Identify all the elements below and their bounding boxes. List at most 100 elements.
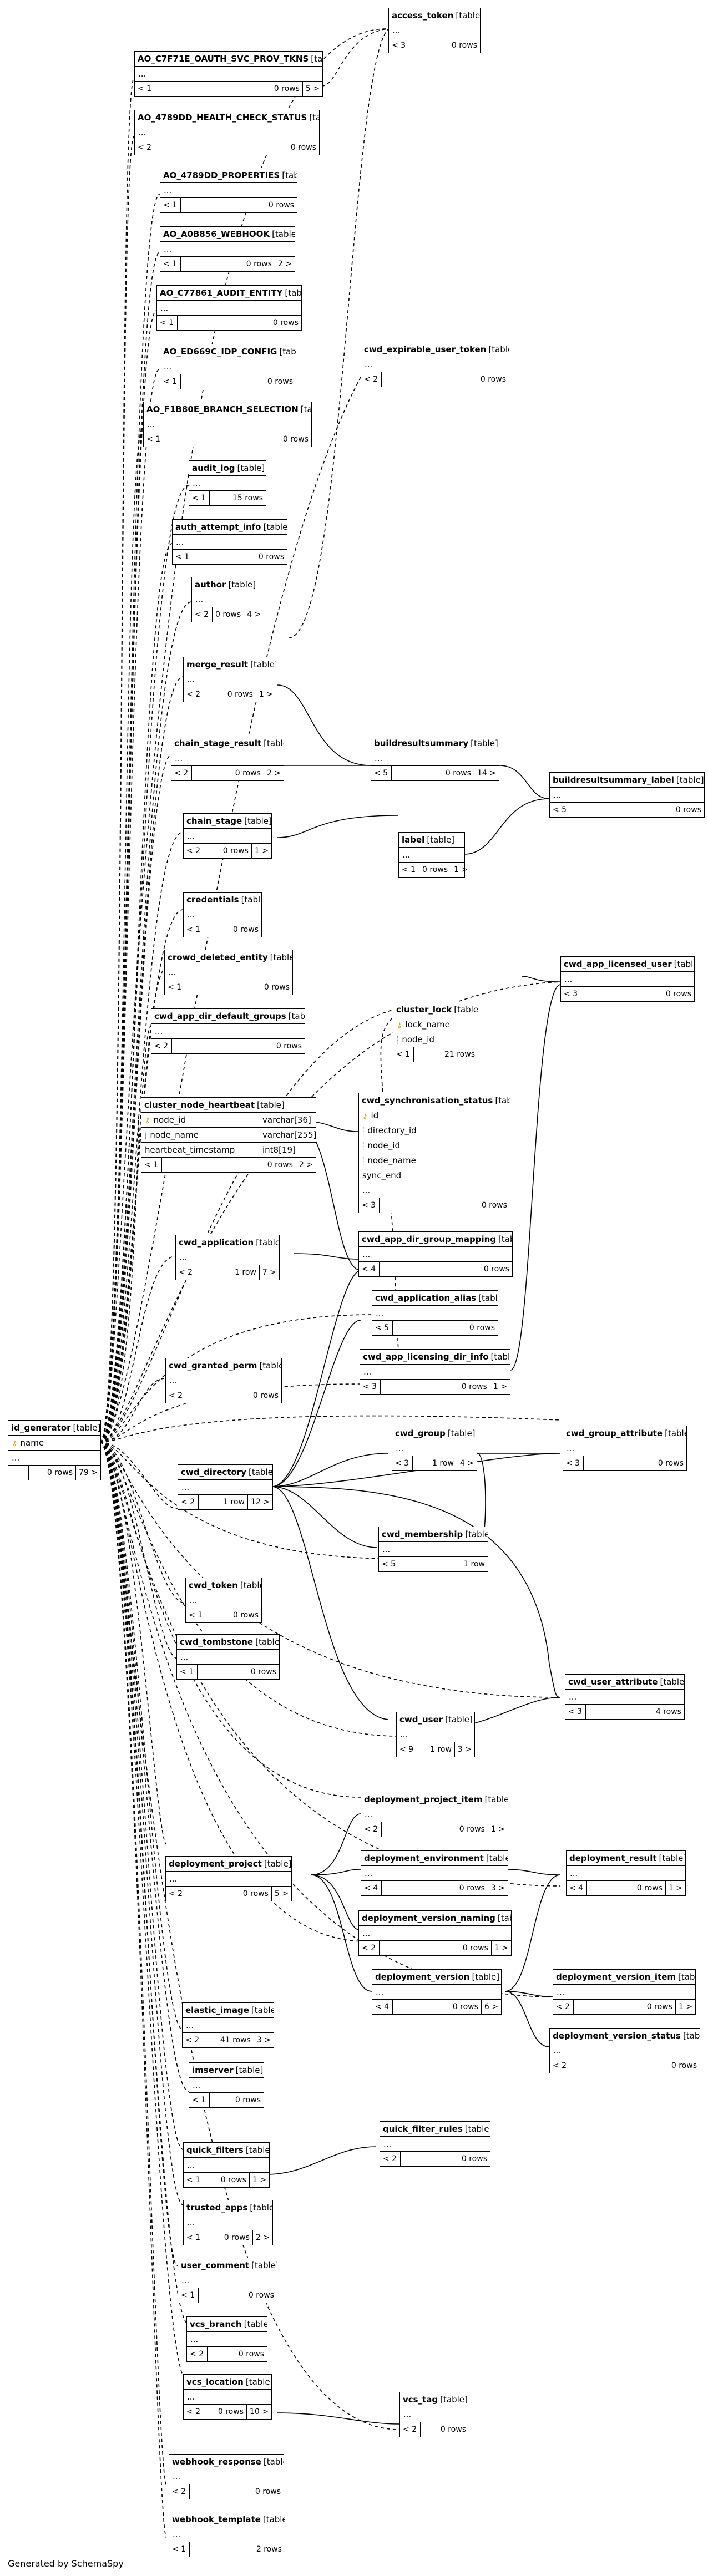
parents-count[interactable]: < 2 [380,2152,401,2166]
parents-count[interactable]: < 1 [189,2093,210,2107]
table-ao-f1b80e-branch-selection[interactable]: AO_F1B80E_BRANCH_SELECTION[table]...< 10… [143,402,312,447]
table-cwd-tombstone[interactable]: cwd_tombstone[table]...< 10 rows [176,1634,280,1680]
parents-count[interactable]: < 5 [379,1557,399,1571]
parents-count[interactable]: < 1 [160,374,181,389]
children-count[interactable]: 1 > [454,865,468,874]
table-cwd-user-attribute[interactable]: cwd_user_attribute[table]...< 34 rows [565,1674,685,1720]
parents-count[interactable]: < 5 [371,766,392,780]
parents-count[interactable]: < 2 [400,2422,421,2437]
children-count[interactable]: 1 > [259,690,273,699]
parents-count[interactable]: < 3 [565,1705,586,1719]
children-count[interactable]: 4 > [247,610,261,619]
parents-count[interactable]: < 2 [171,766,192,780]
parents-count[interactable]: < 1 [178,2288,199,2303]
table-deployment-environment[interactable]: deployment_environment[table]...< 40 row… [361,1850,508,1896]
parents-count[interactable]: < 1 [189,491,210,505]
table-cwd-token[interactable]: cwd_token[table]...< 10 rows [185,1578,262,1623]
table-ao-c77861-audit-entity[interactable]: AO_C77861_AUDIT_ENTITY[table]...< 10 row… [156,285,302,331]
table-ao-4789dd-properties[interactable]: AO_4789DD_PROPERTIES[table]...< 10 rows [160,168,297,213]
table-cwd-app-licensed-user[interactable]: cwd_app_licensed_user[table]...< 30 rows [560,956,695,1002]
parents-count[interactable]: < 2 [192,607,213,622]
children-count[interactable]: 3 > [457,1745,472,1754]
parents-count[interactable]: < 2 [178,1495,199,1509]
children-count[interactable]: 6 > [484,2002,498,2011]
children-count[interactable]: 1 > [490,1825,505,1834]
parents-count[interactable]: < 1 [160,198,181,212]
table-deployment-project-item[interactable]: deployment_project_item[table]...< 20 ro… [361,1792,508,1837]
parents-count[interactable]: < 1 [141,1158,162,1172]
table-auth-attempt-info[interactable]: auth_attempt_info[table]...< 10 rows [172,519,287,565]
parents-count[interactable]: < 3 [392,1456,413,1470]
parents-count[interactable]: < 2 [550,2058,570,2073]
parents-count[interactable] [8,1466,29,1480]
parents-count[interactable]: < 4 [361,1881,382,1895]
parents-count[interactable]: < 1 [177,1665,198,1679]
table-cwd-synchronisation-status[interactable]: cwd_synchronisation_status[table]⚷id⸽dir… [358,1093,510,1213]
parents-count[interactable]: < 4 [372,2000,393,2014]
table-ao-ed669c-idp-config[interactable]: AO_ED669C_IDP_CONFIG[table]...< 10 rows [160,344,296,389]
parents-count[interactable]: < 9 [397,1742,417,1757]
table-webhook-template[interactable]: webhook_template[table]...< 12 rows [169,2512,285,2557]
children-count[interactable]: 79 > [79,1468,98,1477]
table-cwd-expirable-user-token[interactable]: cwd_expirable_user_token[table]...< 20 r… [361,342,509,387]
parents-count[interactable]: < 2 [176,1265,196,1280]
children-count[interactable]: 1 > [493,1382,507,1391]
children-count[interactable]: 4 > [459,1459,474,1468]
parents-count[interactable]: < 2 [166,1887,186,1901]
table-crowd-deleted-entity[interactable]: crowd_deleted_entity[table]...< 10 rows [164,950,293,995]
children-count[interactable]: 2 > [255,2233,270,2242]
table-cwd-app-licensing-dir-info[interactable]: cwd_app_licensing_dir_info[table]...< 30… [360,1349,510,1395]
children-count[interactable]: 2 > [277,260,292,268]
parents-count[interactable]: < 2 [184,2405,204,2419]
children-count[interactable]: 1 > [678,2002,692,2011]
table-cwd-granted-perm[interactable]: cwd_granted_perm[table]...< 20 rows [165,1358,282,1403]
parents-count[interactable]: < 1 [144,432,164,447]
parents-count[interactable]: < 2 [169,2484,190,2499]
parents-count[interactable]: < 1 [160,257,181,271]
children-count[interactable]: 1 > [668,1884,682,1893]
children-count[interactable]: 12 > [251,1498,270,1507]
children-count[interactable]: 5 > [274,1889,289,1898]
table-deployment-version-naming[interactable]: deployment_version_naming[table]...< 20 … [358,1910,512,1956]
parents-count[interactable]: < 4 [359,1262,380,1276]
table-credentials[interactable]: credentials[table]...< 10 rows [183,892,262,937]
parents-count[interactable]: < 2 [361,1822,382,1837]
table-cwd-app-dir-default-groups[interactable]: cwd_app_dir_default_groups[table]...< 20… [151,1008,305,1054]
parents-count[interactable]: < 1 [165,980,185,995]
parents-count[interactable]: < 1 [173,550,193,564]
children-count[interactable]: 1 > [252,2176,266,2184]
parents-count[interactable]: < 1 [186,1608,206,1622]
children-count[interactable]: 2 > [266,769,281,778]
parents-count[interactable]: < 2 [135,140,155,155]
parents-count[interactable]: < 2 [183,2033,203,2047]
parents-count[interactable]: < 1 [184,2230,204,2245]
table-access-token[interactable]: access_token[table]...< 30 rows [388,8,481,53]
table-vcs-branch[interactable]: vcs_branch[table]...< 20 rows [186,2316,267,2362]
table-cwd-membership[interactable]: cwd_membership[table]...< 51 row [378,1527,488,1572]
children-count[interactable]: 3 > [490,1884,505,1893]
table-webhook-response[interactable]: webhook_response[table]...< 20 rows [169,2454,284,2499]
children-count[interactable]: 2 > [299,1160,313,1169]
parents-count[interactable]: < 1 [157,316,178,330]
parents-count[interactable]: < 3 [389,38,409,53]
parents-count[interactable]: < 1 [169,2542,190,2557]
parents-count[interactable]: < 3 [563,1456,584,1470]
table-ao-4789dd-health-check-status[interactable]: AO_4789DD_HEALTH_CHECK_STATUS[table]...<… [134,110,320,155]
parents-count[interactable]: < 2 [184,844,204,858]
parents-count[interactable]: < 1 [399,863,419,877]
